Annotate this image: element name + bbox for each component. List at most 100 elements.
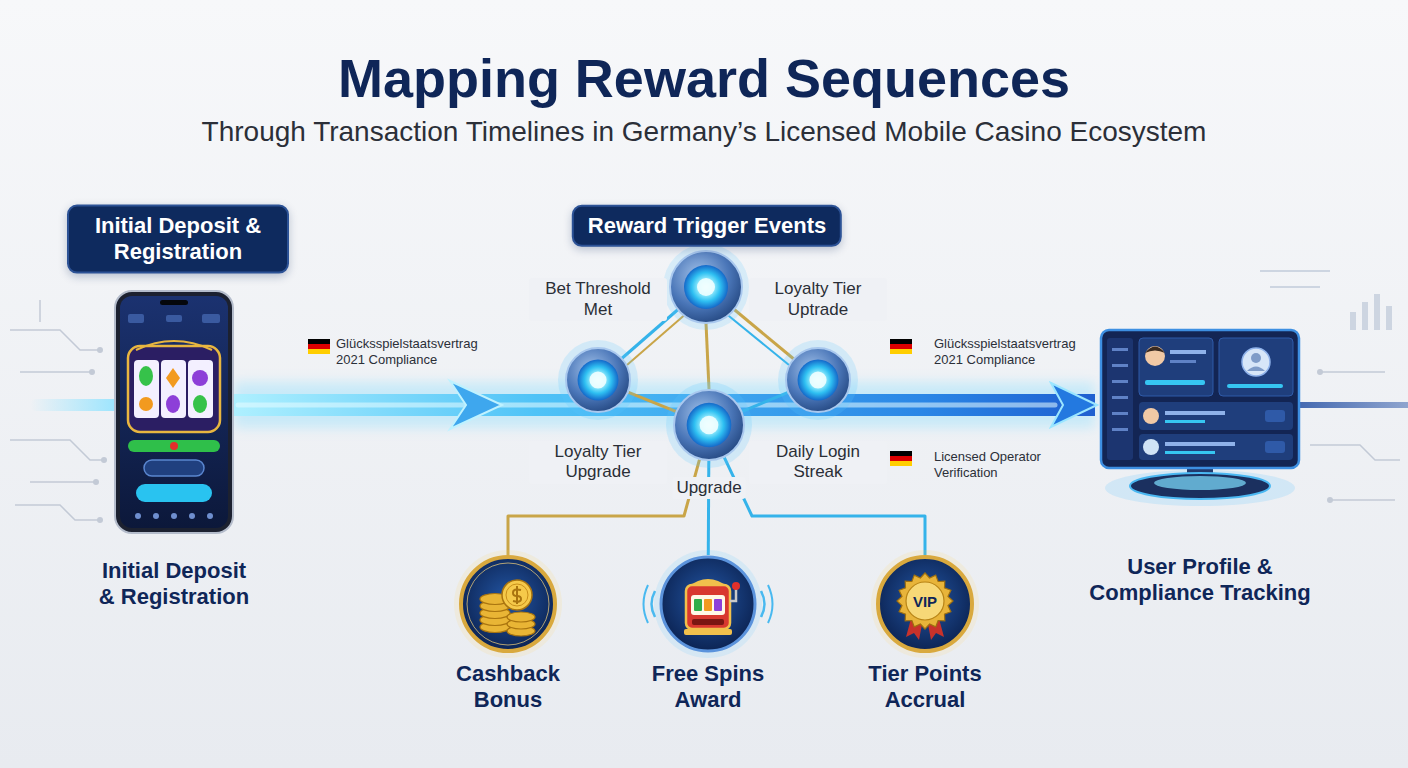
node-caption: User Profile & Compliance Tracking <box>1075 554 1325 607</box>
compliance-note: Licensed Operator Verification <box>934 449 1064 482</box>
dashboard-sidebar <box>1107 338 1133 460</box>
connector <box>629 392 676 411</box>
link-line <box>706 323 709 389</box>
stage-label: Reward Trigger Events <box>588 213 826 239</box>
row-chip <box>1265 441 1285 453</box>
slot-symbol <box>139 397 153 411</box>
chart-line <box>1260 270 1330 272</box>
avatar-hair <box>1145 347 1165 354</box>
profile-avatar <box>1242 348 1270 376</box>
flag-stripe <box>308 344 330 349</box>
icon-halo <box>871 550 979 658</box>
slot-body <box>686 585 730 629</box>
circuit-trace <box>39 300 41 322</box>
circuit-trace <box>10 330 100 350</box>
orb-core <box>578 360 619 401</box>
orb-light <box>697 278 715 296</box>
phone-frame <box>115 291 233 533</box>
german-flag <box>890 339 912 354</box>
flag-stripe <box>308 339 330 344</box>
trigger-node: Bet Threshold MetLoyalty Tier Upgrade <box>565 347 631 413</box>
chart-bar <box>1362 302 1368 330</box>
orb-ring <box>670 251 742 323</box>
diagram-title: Mapping Reward Sequences <box>0 46 1408 111</box>
circuit-trace <box>1330 499 1395 501</box>
orb-halo <box>663 244 749 330</box>
flag-stripe <box>890 456 912 461</box>
reward-label: Free Spins Award <box>626 661 791 714</box>
orb-core <box>687 403 732 448</box>
stage-label: Initial Deposit & Registration <box>83 213 273 266</box>
sidebar-item <box>1112 396 1128 399</box>
circuit-trace <box>30 481 96 483</box>
stage-header: Reward Trigger Events <box>572 205 842 247</box>
coin-rim <box>506 584 528 606</box>
badge-text: VIP <box>913 594 937 609</box>
icon-ring <box>878 557 972 651</box>
faint-chart <box>1260 270 1392 330</box>
dashboard-row <box>1139 402 1293 430</box>
circuit-dot <box>93 479 99 485</box>
node-shape <box>459 555 557 653</box>
orb-halo <box>558 340 638 420</box>
profile-avatar <box>1145 346 1165 366</box>
slot-reel <box>161 360 186 418</box>
platform-glow <box>1105 470 1295 506</box>
phone-button <box>136 484 212 502</box>
trigger-label: Loyalty Tier Uptrade <box>749 278 887 321</box>
profile-card <box>1219 338 1293 396</box>
phone-button <box>144 460 204 476</box>
orb-ring <box>786 348 850 412</box>
slot-symbol <box>714 599 722 611</box>
node-shape <box>673 389 745 461</box>
beam-tail <box>30 399 120 411</box>
slot-arch <box>136 341 212 350</box>
sound-wave <box>644 585 649 623</box>
coin <box>507 612 535 622</box>
beam-exit <box>1296 402 1408 408</box>
node-shape <box>785 347 851 413</box>
connector <box>234 394 1095 416</box>
nav-dot <box>207 513 213 519</box>
slot-lever <box>730 589 736 601</box>
diagram-subtitle: Through Transaction Timelines in Germany… <box>0 115 1408 149</box>
slot-reel <box>134 360 159 418</box>
circuit-dot <box>97 347 103 353</box>
orb-ring <box>674 390 744 460</box>
beam-core <box>238 403 1055 408</box>
icon-halo <box>654 550 762 658</box>
circuit-dot <box>89 369 95 375</box>
icon-inner-ring <box>467 563 549 645</box>
circuit-trace <box>10 440 104 460</box>
row-line <box>1165 411 1225 415</box>
sidebar-item <box>1112 428 1128 431</box>
flag-stripe <box>890 349 912 354</box>
slot-window <box>691 595 725 615</box>
german-flag <box>308 339 330 354</box>
orb-halo <box>778 340 858 420</box>
badge-seal <box>897 573 953 629</box>
status-icon <box>202 314 220 323</box>
circuit-dot <box>101 457 107 463</box>
flag-stripe <box>308 349 330 354</box>
circuit-dot <box>1317 369 1323 375</box>
sound-wave <box>652 591 656 617</box>
icon-ring <box>461 557 555 651</box>
circuit-trace <box>15 505 100 520</box>
circuit-trace <box>1320 371 1385 373</box>
badge-face <box>906 582 944 620</box>
platform-light <box>1154 476 1246 490</box>
beam-chevron <box>450 381 502 429</box>
beam-glow <box>234 382 1095 428</box>
flag-stripe <box>890 461 912 466</box>
avatar-head <box>1251 353 1261 363</box>
sidebar-item <box>1112 380 1128 383</box>
orb-core <box>798 360 839 401</box>
reward-icon: Cashback Bonus <box>459 555 557 653</box>
orb-core <box>684 265 728 309</box>
circuit-trace <box>20 371 92 373</box>
